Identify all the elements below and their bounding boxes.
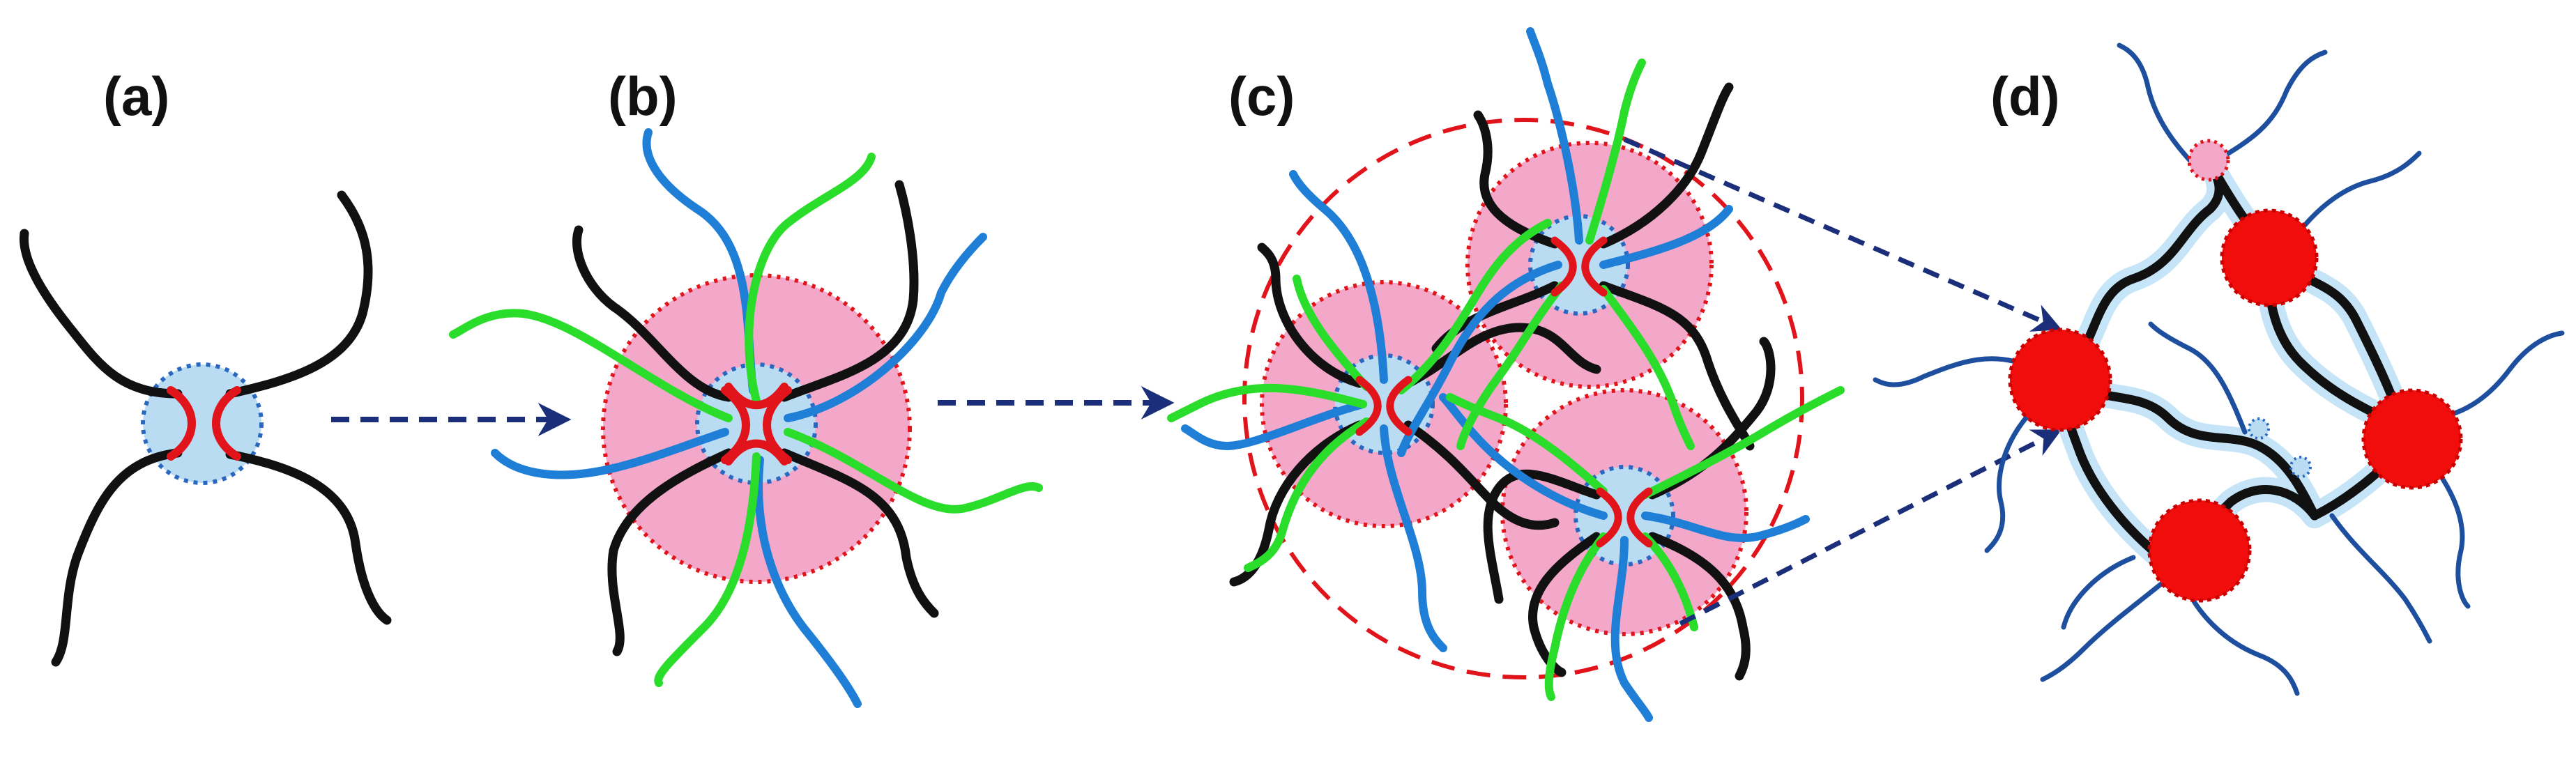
panel-c-green-arms [1167,59,1845,701]
panel-d-small-core-top [2187,139,2230,182]
panel-c-blue-arms [1181,27,1810,722]
panel-b-green-arms [449,153,1043,687]
panel-a-red-junction [167,386,241,461]
panel-b-blue-arms [491,128,987,708]
panel-c-aggregate [1167,27,1845,722]
panel-d-small-core-center [2248,417,2270,440]
panel-b-micelle [449,128,1043,708]
panel-b-black-arms [572,180,939,656]
panel-label-d: (d) [1990,66,2060,127]
panel-d-small-core-right [2289,456,2312,478]
panel-c-aggregate-boundary [1242,118,1804,679]
panel-b-red-junction [721,383,792,466]
panel-d-node-right [2361,388,2463,490]
panel-label-c: (c) [1228,66,1295,127]
panel-c-red-junctions [1355,236,1653,548]
panel-d-red-nodes [2008,208,2463,603]
panel-a-core [141,362,264,485]
panel-label-a: (a) [103,66,169,127]
panel-d-node-top [2220,208,2319,307]
panel-d-network [1873,43,2565,696]
panel-d-node-left [2008,328,2112,432]
panel-d-node-bottom [2147,498,2252,603]
panel-label-b: (b) [608,66,678,127]
panel-a-black-arms [19,190,392,667]
arrow-c-to-d-lower [1679,429,2062,626]
panel-a-star-polymer [19,190,392,667]
arrow-c-to-d-upper [1623,137,2062,332]
